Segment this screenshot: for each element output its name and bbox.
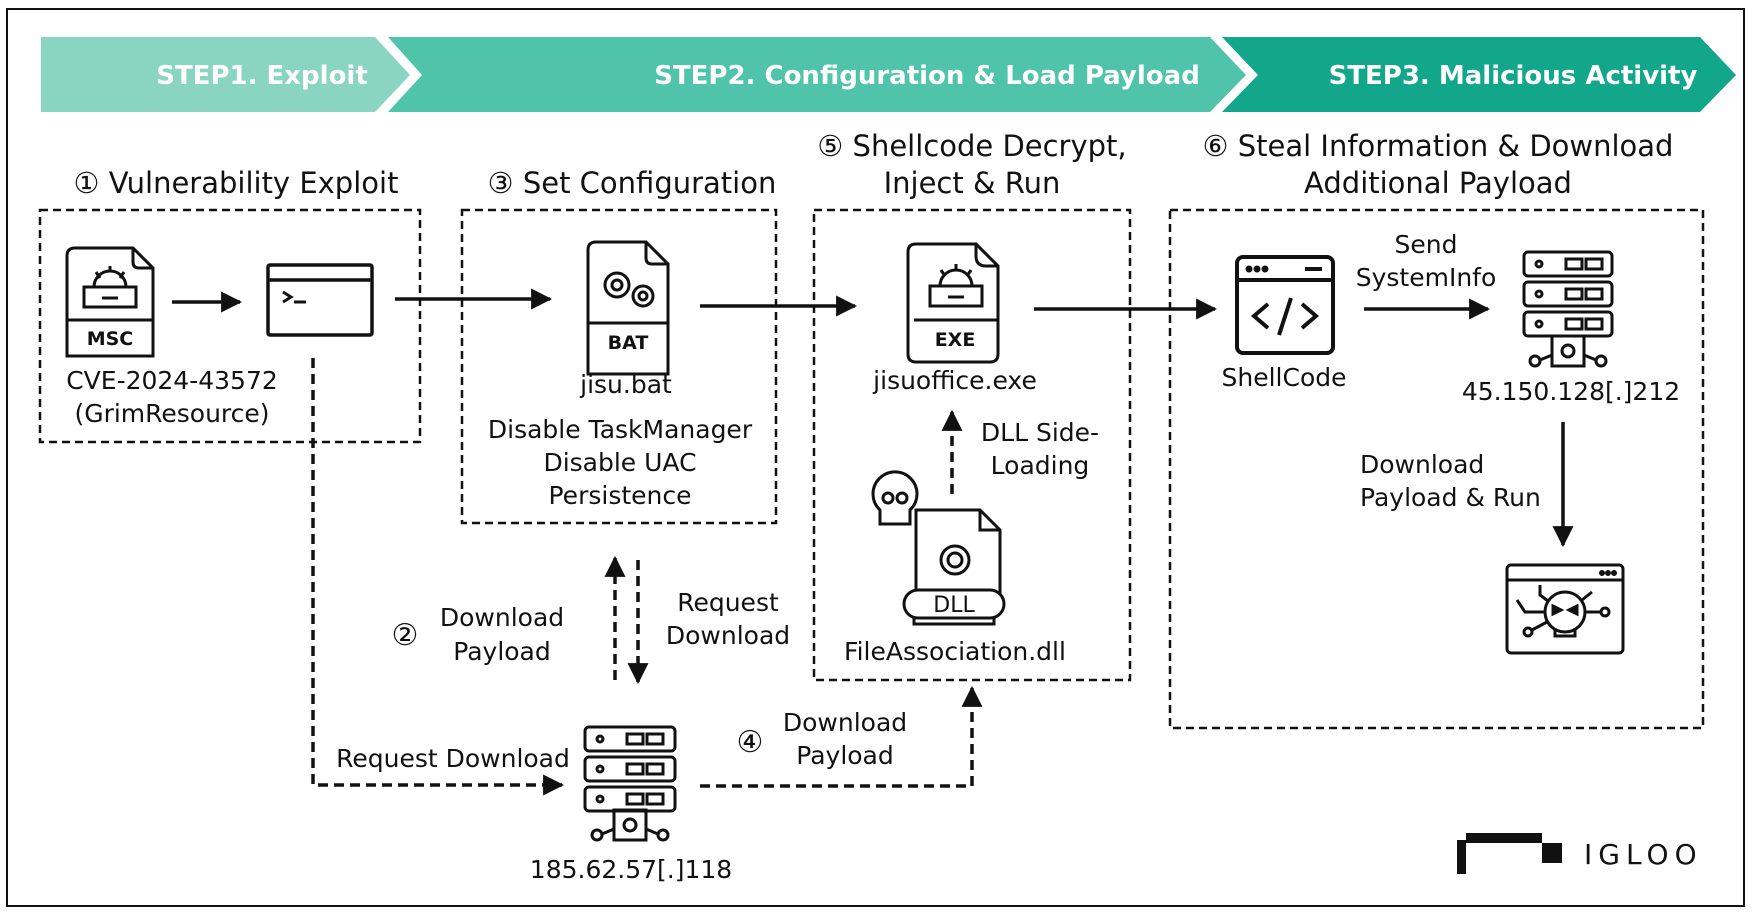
stage3-title: ③ Set Configuration bbox=[488, 166, 777, 200]
shellcode-icon bbox=[1235, 255, 1335, 355]
step3-banner bbox=[1222, 37, 1736, 112]
step2-marker: ② bbox=[392, 618, 419, 653]
step3-label: STEP3. Malicious Activity bbox=[1329, 61, 1698, 91]
exe-file-icon bbox=[906, 242, 1000, 364]
logo-mark-top bbox=[1466, 833, 1542, 843]
stage5-box bbox=[812, 208, 1132, 682]
request-label-2: Download bbox=[666, 621, 790, 650]
download-run-label-2: Payload & Run bbox=[1360, 483, 1541, 512]
stage1-box bbox=[38, 208, 422, 444]
step4-label-1: Download bbox=[783, 708, 907, 737]
stage1-title: ① Vulnerability Exploit bbox=[74, 166, 399, 200]
cve-name: (GrimResource) bbox=[74, 399, 269, 428]
exe-filename: jisuoffice.exe bbox=[872, 366, 1037, 395]
stage6-box bbox=[1168, 208, 1705, 730]
stage6-title-line2: Additional Payload bbox=[1304, 166, 1572, 200]
bat-filename: jisu.bat bbox=[579, 370, 672, 399]
bat-action-3: Persistence bbox=[549, 481, 692, 510]
c2-ip: 45.150.128[.]212 bbox=[1462, 377, 1680, 406]
request-download-label: Request Download bbox=[336, 744, 570, 773]
sideload-label-2: Loading bbox=[991, 451, 1090, 480]
dll-file-icon bbox=[902, 508, 1006, 626]
stage5-title-line1: ⑤ Shellcode Decrypt, bbox=[817, 129, 1126, 163]
download-run-label-1: Download bbox=[1360, 450, 1484, 479]
stage5-title-line2: Inject & Run bbox=[884, 166, 1061, 200]
step2-label: STEP2. Configuration & Load Payload bbox=[654, 61, 1200, 91]
bat-tag: BAT bbox=[608, 332, 649, 354]
logo-text: IGLOO bbox=[1584, 838, 1703, 871]
exe-tag: EXE bbox=[935, 329, 976, 351]
igloo-logo: IGLOO bbox=[1457, 833, 1703, 874]
cve-id: CVE-2024-43572 bbox=[66, 366, 278, 395]
msc-tag: MSC bbox=[87, 328, 134, 350]
logo-mark-left bbox=[1457, 840, 1466, 874]
dll-filename: FileAssociation.dll bbox=[844, 637, 1066, 666]
c2-server-icon bbox=[1522, 250, 1614, 368]
msc-file-icon bbox=[65, 246, 155, 358]
dll-tag: DLL bbox=[933, 593, 975, 618]
diagram-frame bbox=[6, 8, 1745, 907]
step1-label: STEP1. Exploit bbox=[156, 61, 368, 91]
stage3-box bbox=[460, 208, 778, 525]
sideload-label-1: DLL Side- bbox=[981, 418, 1099, 447]
stage6-title-line1: ⑥ Steal Information & Download bbox=[1203, 129, 1674, 163]
payload-server-icon bbox=[583, 725, 677, 842]
arrow-download-payload-to-dll bbox=[700, 685, 983, 788]
bat-file-icon bbox=[586, 240, 670, 376]
step4-label-2: Payload bbox=[796, 741, 894, 770]
terminal-icon bbox=[266, 263, 374, 337]
send-label-1: Send bbox=[1395, 230, 1458, 259]
step4-marker: ④ bbox=[737, 725, 764, 760]
arrow-terminal-request-download bbox=[311, 358, 565, 796]
logo-mark-right bbox=[1542, 843, 1562, 863]
server-ip: 185.62.57[.]118 bbox=[530, 855, 732, 884]
shellcode-label: ShellCode bbox=[1222, 363, 1347, 392]
send-label-2: SystemInfo bbox=[1356, 263, 1497, 292]
step2-label-2: Payload bbox=[453, 637, 551, 666]
malware-window-icon bbox=[1505, 563, 1625, 655]
step-banner: STEP1. Exploit STEP2. Configuration & Lo… bbox=[41, 37, 1736, 112]
skull-icon bbox=[871, 470, 919, 526]
bat-action-2: Disable UAC bbox=[543, 448, 696, 477]
step2-banner bbox=[388, 37, 1246, 112]
step1-banner bbox=[41, 37, 410, 112]
step2-label-1: Download bbox=[440, 603, 564, 632]
bat-action-1: Disable TaskManager bbox=[488, 415, 753, 444]
request-label-1: Request bbox=[677, 588, 779, 617]
